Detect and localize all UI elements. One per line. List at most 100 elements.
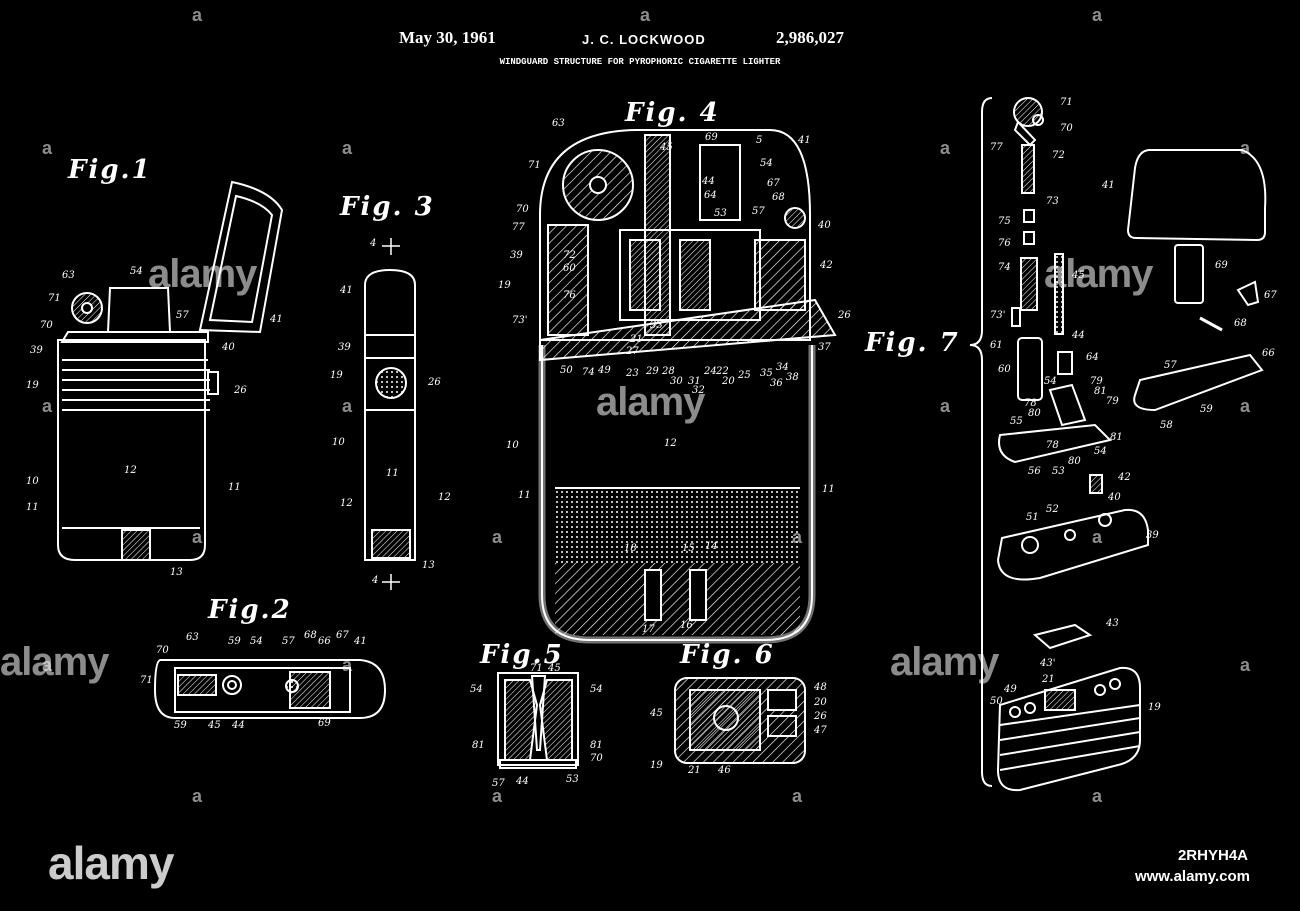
watermark-tile: a [792,786,802,807]
ref-numeral: 41 [270,314,283,325]
ref-numeral: 74 [998,262,1011,273]
ref-numeral: 66 [1262,348,1275,359]
watermark-tile: a [792,527,802,548]
ref-numeral: 71 [530,663,543,674]
ref-numeral: 49 [1004,684,1017,695]
watermark-tile: a [342,655,352,676]
ref-numeral: 60 [563,263,576,274]
ref-numeral: 40 [222,342,235,353]
ref-numeral: 24 [704,366,717,377]
watermark-tile: a [492,786,502,807]
ref-numeral: 77 [512,222,525,233]
ref-numeral: 68 [772,192,785,203]
ref-numeral: 74 [582,367,595,378]
fig6-drawing [675,678,805,763]
ref-numeral: 11 [518,490,531,501]
fig7-label: Fig. 7 [865,328,960,358]
ref-numeral: 45 [660,142,673,153]
ref-numeral: 12 [340,498,353,509]
watermark: alamy [148,252,256,297]
watermark-tile: a [42,655,52,676]
ref-numeral: 64 [704,190,717,201]
ref-numeral: 26 [838,310,851,321]
ref-numeral: 25 [738,370,751,381]
ref-numeral: 27 [626,346,639,357]
ref-numeral: 80 [1068,456,1081,467]
ref-numeral: 66 [318,636,331,647]
ref-numeral: 54 [590,684,603,695]
ref-numeral: 19 [498,280,511,291]
watermark: alamy [890,640,998,685]
ref-numeral: 13 [170,567,183,578]
ref-numeral: 12 [438,492,451,503]
ref-numeral: 69 [705,132,718,143]
watermark-tile: a [342,396,352,417]
ref-numeral: 73' [512,315,527,326]
ref-numeral: 71 [48,293,61,304]
ref-numeral: 70 [40,320,53,331]
watermark-tile: a [1092,786,1102,807]
ref-numeral: 43' [1040,658,1055,669]
fig1-label: Fig.1 [68,155,152,185]
ref-numeral: 73' [990,310,1005,321]
ref-numeral: 11 [228,482,241,493]
ref-numeral: 59 [228,636,241,647]
ref-numeral: 11 [26,502,39,513]
ref-numeral: 53 [1052,466,1065,477]
ref-numeral: 26 [234,385,247,396]
ref-numeral: 68 [1234,318,1247,329]
ref-numeral: 11 [822,484,835,495]
ref-numeral: 72 [1052,150,1065,161]
ref-numeral: 60 [998,364,1011,375]
ref-numeral: 39 [30,345,43,356]
fig6-label: Fig. 6 [680,640,775,670]
ref-numeral: 37 [818,342,831,353]
ref-numeral: 40 [1108,492,1121,503]
watermark-tile: a [342,138,352,159]
ref-numeral: 54 [760,158,773,169]
ref-numeral: 59 [174,720,187,731]
watermark-tile: a [192,527,202,548]
ref-numeral: 45 [548,663,561,674]
ref-numeral: 20 [722,376,735,387]
watermark-tile: a [1240,138,1250,159]
ref-numeral: 61 [990,340,1003,351]
ref-numeral: 73 [1046,196,1059,207]
watermark-tile: a [1240,396,1250,417]
ref-numeral: 71 [140,675,153,686]
ref-numeral: 54 [130,266,143,277]
ref-numeral: 63 [186,632,199,643]
ref-numeral: 44 [1072,330,1085,341]
ref-numeral: 54 [1094,446,1107,457]
ref-numeral: 76 [998,238,1011,249]
ref-numeral: 41 [354,636,367,647]
ref-numeral: 70 [590,753,603,764]
ref-numeral: 36 [770,378,783,389]
ref-numeral: 79 [1106,396,1119,407]
fig7-drawing [998,98,1265,790]
ref-numeral: 77 [990,142,1003,153]
ref-numeral: 51 [1026,512,1039,523]
watermark: alamy [596,380,704,425]
ref-numeral: 12 [124,465,137,476]
watermark-tile: a [1092,5,1102,26]
ref-numeral: 19 [1148,702,1161,713]
watermark: alamy [0,640,108,685]
ref-numeral: 81 [1094,386,1107,397]
ref-numeral: 63 [552,118,565,129]
watermark-tile: a [192,5,202,26]
ref-numeral: 50 [990,696,1003,707]
fig4-label: Fig. 4 [625,98,720,128]
ref-numeral: 70 [1060,123,1073,134]
ref-numeral: 4 [372,575,378,586]
watermark-tile: a [940,138,950,159]
watermark-tile: a [1092,527,1102,548]
ref-numeral: 53 [714,208,727,219]
ref-numeral: 16 [680,620,693,631]
stock-site-url: www.alamy.com [1135,868,1250,885]
ref-numeral: 69 [318,718,331,729]
ref-numeral: 46 [718,765,731,776]
ref-numeral: 42 [1118,472,1131,483]
ref-numeral: 64 [1086,352,1099,363]
ref-numeral: 44 [232,720,245,731]
